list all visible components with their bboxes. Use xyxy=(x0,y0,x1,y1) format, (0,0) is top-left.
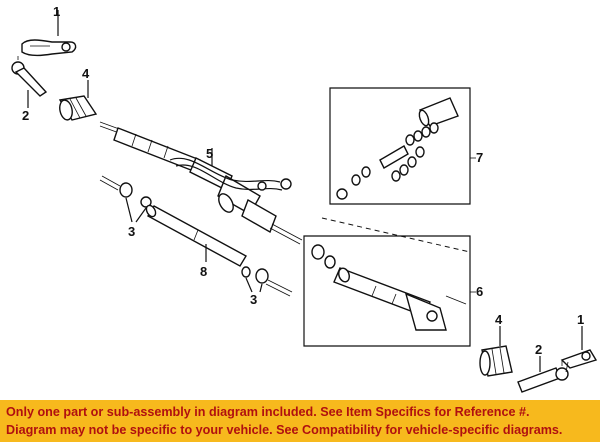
bellows-boot-part-4-right xyxy=(479,326,513,377)
steering-rack-assembly-part-5 xyxy=(99,121,303,245)
disclaimer-banner: Only one part or sub-assembly in diagram… xyxy=(0,400,600,442)
callout-2-right: 2 xyxy=(535,342,542,357)
callout-4-left: 4 xyxy=(82,66,90,81)
tie-rod-end-part-1-right xyxy=(560,326,598,373)
tie-rod-end-part-1-left xyxy=(21,10,77,57)
rack-bar-part-8 xyxy=(145,204,247,267)
rack-housing-box-part-6 xyxy=(303,217,476,347)
valve-seal-kit-box-part-7 xyxy=(329,87,476,205)
inner-tie-rod-part-3-lower xyxy=(241,266,293,297)
callout-5: 5 xyxy=(206,146,213,161)
bellows-boot-part-4-left xyxy=(58,80,98,121)
callout-3-lower: 3 xyxy=(250,292,257,307)
disclaimer-line-1: Only one part or sub-assembly in diagram… xyxy=(6,405,530,419)
steering-rack-parts-diagram: 1 2 4 5 xyxy=(11,4,598,393)
callout-3-upper: 3 xyxy=(128,224,135,239)
outer-tie-rod-part-2-right xyxy=(517,356,569,393)
inner-tie-rod-part-3-upper xyxy=(99,175,152,223)
callout-6: 6 xyxy=(476,284,483,299)
outer-tie-rod-part-2-left xyxy=(11,56,48,108)
callout-7: 7 xyxy=(476,150,483,165)
callout-4-right: 4 xyxy=(495,312,503,327)
callout-1-right: 1 xyxy=(577,312,584,327)
callout-1-top: 1 xyxy=(53,4,60,19)
disclaimer-line-2: Diagram may not be specific to your vehi… xyxy=(6,423,563,437)
callout-8: 8 xyxy=(200,264,207,279)
callout-2-left: 2 xyxy=(22,108,29,123)
